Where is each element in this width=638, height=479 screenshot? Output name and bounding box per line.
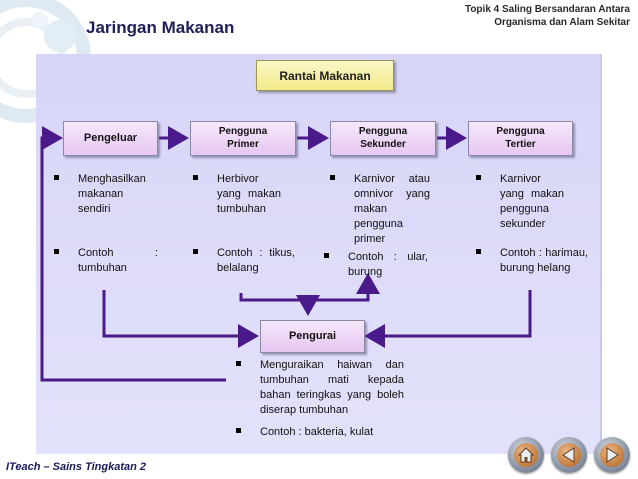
footer-text: ITeach – Sains Tingkatan 2 <box>6 461 146 473</box>
level-box-pengurai: Pengurai <box>260 320 365 353</box>
bullet-square-icon <box>476 175 481 180</box>
page-title: Jaringan Makanan <box>86 18 235 37</box>
forward-button[interactable] <box>594 437 630 473</box>
bullet-pengeluar-desc: Menghasilkan makanan sendiri <box>54 172 164 222</box>
level-label-line2: Primer <box>227 138 259 150</box>
bullet-pengurai-example: Contoh : bakteria, kulat <box>236 425 406 443</box>
bullet-sekunder-example: Contoh : ular, burung <box>324 250 434 290</box>
bullet-square-icon <box>236 361 241 366</box>
level-label-line1: Pengguna <box>358 126 408 137</box>
home-button[interactable] <box>508 437 544 473</box>
level-label-line2: Tertier <box>505 138 536 150</box>
level-box-pengguna-sekunder: Pengguna Sekunder <box>330 121 436 156</box>
bullet-tertier-example: Contoh : harimau, burung helang <box>476 246 588 296</box>
bullet-square-icon <box>54 249 59 254</box>
bullet-square-icon <box>54 175 59 180</box>
back-arrow-icon <box>562 447 575 463</box>
rantai-makanan-box: Rantai Makanan <box>256 60 394 91</box>
bullet-square-icon <box>236 428 241 433</box>
bullet-pengeluar-example: Contoh : tumbuhan <box>54 246 164 286</box>
home-icon <box>517 447 535 463</box>
bullet-primer-example: Contoh : tikus, belalang <box>193 246 303 296</box>
content-panel <box>36 54 602 454</box>
arrow-tertier-to-pengurai <box>364 290 532 348</box>
level-label-line1: Pengguna <box>496 126 545 137</box>
level-box-pengguna-tertier: Pengguna Tertier <box>468 121 573 156</box>
level-label-line1: Pengguna <box>218 126 268 137</box>
topic-line-2: Organisma dan Alam Sekitar <box>494 17 630 28</box>
back-button[interactable] <box>551 437 587 473</box>
bullet-sekunder-desc: Karnivor atau omnivor yang makan penggun… <box>330 172 440 247</box>
bullet-pengurai-desc: Menguraikan haiwan dan tumbuhan mati kep… <box>236 358 406 420</box>
bullet-square-icon <box>324 253 329 258</box>
level-label-line2: Sekunder <box>360 138 406 150</box>
bullet-square-icon <box>476 249 481 254</box>
bullet-square-icon <box>193 175 198 180</box>
bullet-square-icon <box>330 175 335 180</box>
bullet-square-icon <box>193 249 198 254</box>
forward-arrow-icon <box>606 447 619 463</box>
topic-line-1: Topik 4 Saling Bersandaran Antara <box>464 4 630 15</box>
level-box-pengeluar: Pengeluar <box>63 121 158 156</box>
bullet-tertier-desc: Karnivor yang makan pengguna sekunder <box>476 172 586 232</box>
arrow-pengeluar-to-pengurai <box>102 290 259 348</box>
level-box-pengguna-primer: Pengguna Primer <box>190 121 296 156</box>
arrow-pengurai-to-pengeluar <box>40 126 226 382</box>
bullet-primer-desc: Herbivor yang makan tumbuhan <box>193 172 303 222</box>
